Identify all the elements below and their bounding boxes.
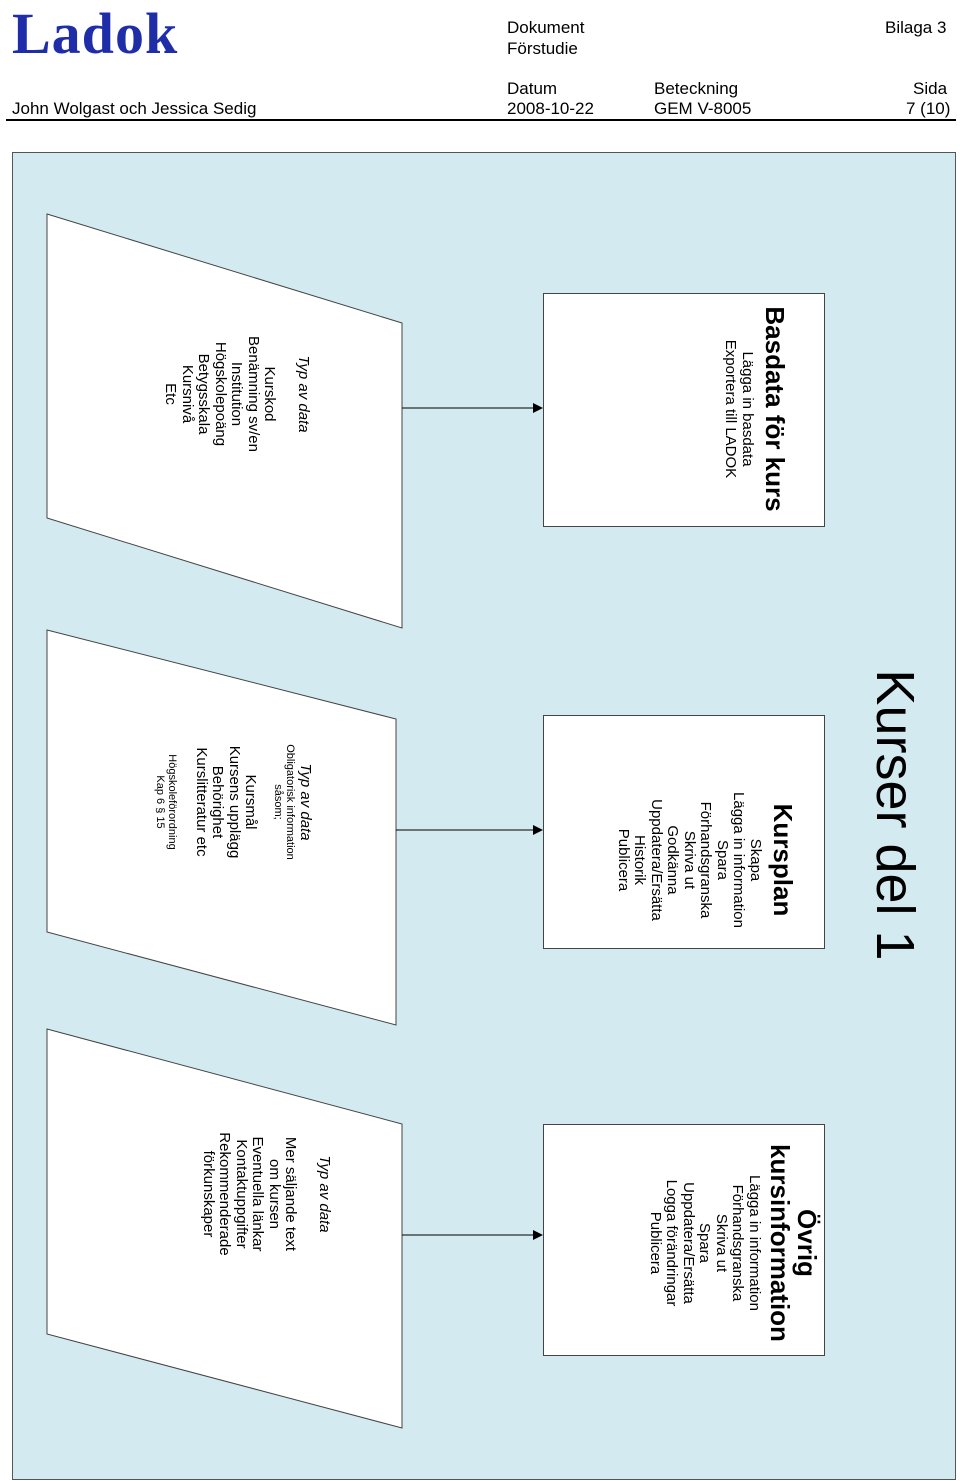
data-input-1-line: Högskolepoäng — [212, 341, 229, 447]
process-2-line: Förhandsgranska — [697, 801, 715, 919]
process-3-line: Lägga in information — [746, 1175, 763, 1311]
process-3-line: Uppdatera/Ersätta — [680, 1182, 697, 1304]
datum-label: Datum — [507, 79, 558, 98]
data-input-shape-3 — [46, 1028, 403, 1429]
process-box-basdata — [543, 293, 825, 527]
process-2-line: Spara — [714, 839, 731, 881]
data-input-shape-2 — [46, 629, 397, 1026]
header-rule — [6, 119, 956, 121]
authors: John Wolgast och Jessica Sedig — [12, 99, 257, 118]
data-input-3-line: Kontaktuppgifter — [233, 1139, 250, 1249]
ladok-logo: Ladok — [12, 1, 179, 66]
process-2-line: Godkänna — [664, 825, 682, 895]
data-input-3-line: om kursen — [266, 1158, 283, 1230]
process-3-line: Publicera — [647, 1211, 664, 1275]
data-input-2-line: Kursens upplägg — [226, 745, 243, 859]
process-1-text: Basdata för kurs Lägga in basdata Export… — [688, 289, 791, 529]
datum-value: 2008-10-22 — [507, 99, 594, 118]
process-3-title-1: Övrig — [792, 1209, 822, 1277]
data-input-3-line: förkunskaper — [200, 1150, 217, 1238]
process-3-line: Förhandsgranska — [729, 1184, 747, 1302]
data-input-2-line: Kursmål — [242, 774, 260, 830]
sida-value: 7 (10) — [906, 99, 951, 118]
diagram-title: Kurser del 1 — [865, 669, 925, 961]
data-input-2-text: Typ av data Obligatorisk information sås… — [113, 727, 315, 877]
data-input-1-line: Institution — [228, 361, 246, 427]
process-2-line: Publicera — [615, 828, 632, 892]
data-input-2-line: Behörighet — [209, 765, 227, 839]
process-1-line: Lägga in basdata — [739, 351, 756, 467]
sida-label: Sida — [913, 79, 948, 98]
process-2-title: Kursplan — [768, 803, 798, 917]
process-2-line: Skapa — [747, 838, 764, 882]
process-3-line: Skriva ut — [713, 1213, 730, 1273]
beteckning-value: GEM V-8005 — [654, 99, 752, 118]
doc-label: Dokument — [507, 18, 585, 37]
process-box-kursplan — [543, 715, 825, 949]
data-input-shape-1 — [46, 213, 403, 629]
process-1-title: Basdata för kurs — [760, 306, 790, 512]
data-input-2-sub: Obligatorisk information — [284, 744, 297, 860]
process-1-line: Exportera till LADOK — [722, 339, 740, 479]
data-input-1-line: Etc — [162, 383, 180, 405]
bilaga-label: Bilaga 3 — [885, 18, 947, 37]
beteckning-label: Beteckning — [654, 79, 739, 98]
data-input-1-line: Kursnivå — [179, 364, 196, 424]
data-input-2-foot: Kap 6 § 15 — [154, 775, 167, 829]
process-2-line: Skriva ut — [681, 830, 698, 890]
data-input-3-line: Rekommenderade — [216, 1132, 234, 1256]
data-input-1-line: Betygsskala — [195, 353, 213, 435]
process-3-line: Logga förändringar — [663, 1179, 681, 1307]
data-input-2-sub: såsom; — [272, 784, 285, 820]
data-input-3-text: Typ av data Mer säljande text om kursen … — [152, 1119, 333, 1269]
data-input-1-text: Typ av data Kurskod Benämning sv/en Inst… — [131, 324, 313, 464]
process-2-text: Kursplan Skapa Lägga in information Spar… — [576, 760, 798, 960]
data-input-3-line: Mer säljande text — [282, 1136, 300, 1252]
data-input-1-line: Benämning sv/en — [245, 336, 262, 452]
data-input-1-line: Kurskod — [261, 366, 279, 422]
data-input-3-line: Eventuella länkar — [249, 1136, 267, 1252]
process-2-line: Lägga in information — [730, 792, 748, 928]
process-3-text: Övrig kursinformation Lägga in informati… — [600, 1128, 822, 1358]
data-input-1-heading: Typ av data — [295, 355, 312, 433]
process-2-line: Uppdatera/Ersätta — [648, 799, 665, 921]
process-box-ovrig — [543, 1124, 825, 1356]
data-input-2-line: Kurslitteratur etc — [193, 747, 210, 857]
process-3-title-2: kursinformation — [765, 1144, 795, 1342]
doc-value: Förstudie — [507, 39, 578, 58]
process-2-line: Historik — [631, 834, 649, 885]
data-input-3-heading: Typ av data — [316, 1155, 333, 1233]
process-3-line: Spara — [696, 1222, 714, 1264]
data-input-2-heading: Typ av data — [297, 763, 314, 841]
data-input-2-foot: Högskoleförordning — [166, 754, 179, 850]
